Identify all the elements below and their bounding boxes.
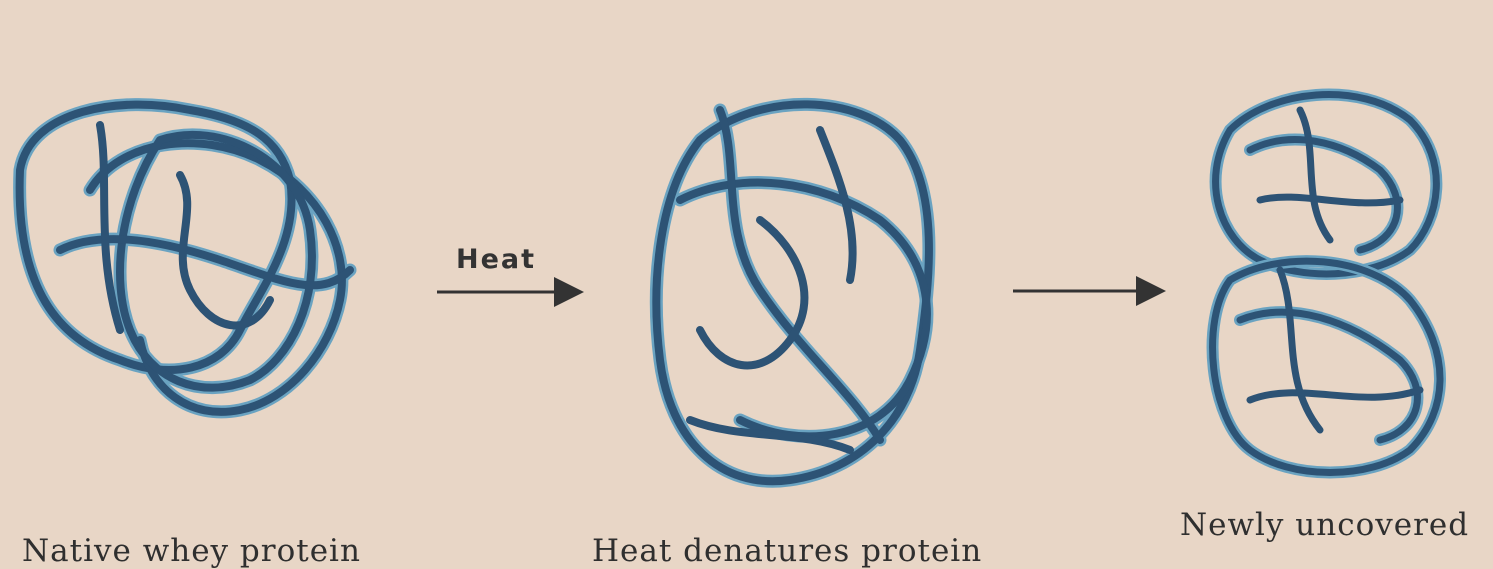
heat-label: Heat xyxy=(456,244,536,275)
denatured-protein xyxy=(656,104,929,481)
aggregated-protein-top xyxy=(1216,95,1437,274)
caption-uncovered-line1: Newly uncovered xyxy=(1180,507,1469,543)
caption-denatured: Heat denatures protein xyxy=(592,533,982,569)
aggregated-protein-bottom xyxy=(1213,261,1440,472)
native-protein xyxy=(20,105,350,412)
caption-native: Native whey protein xyxy=(22,533,361,569)
